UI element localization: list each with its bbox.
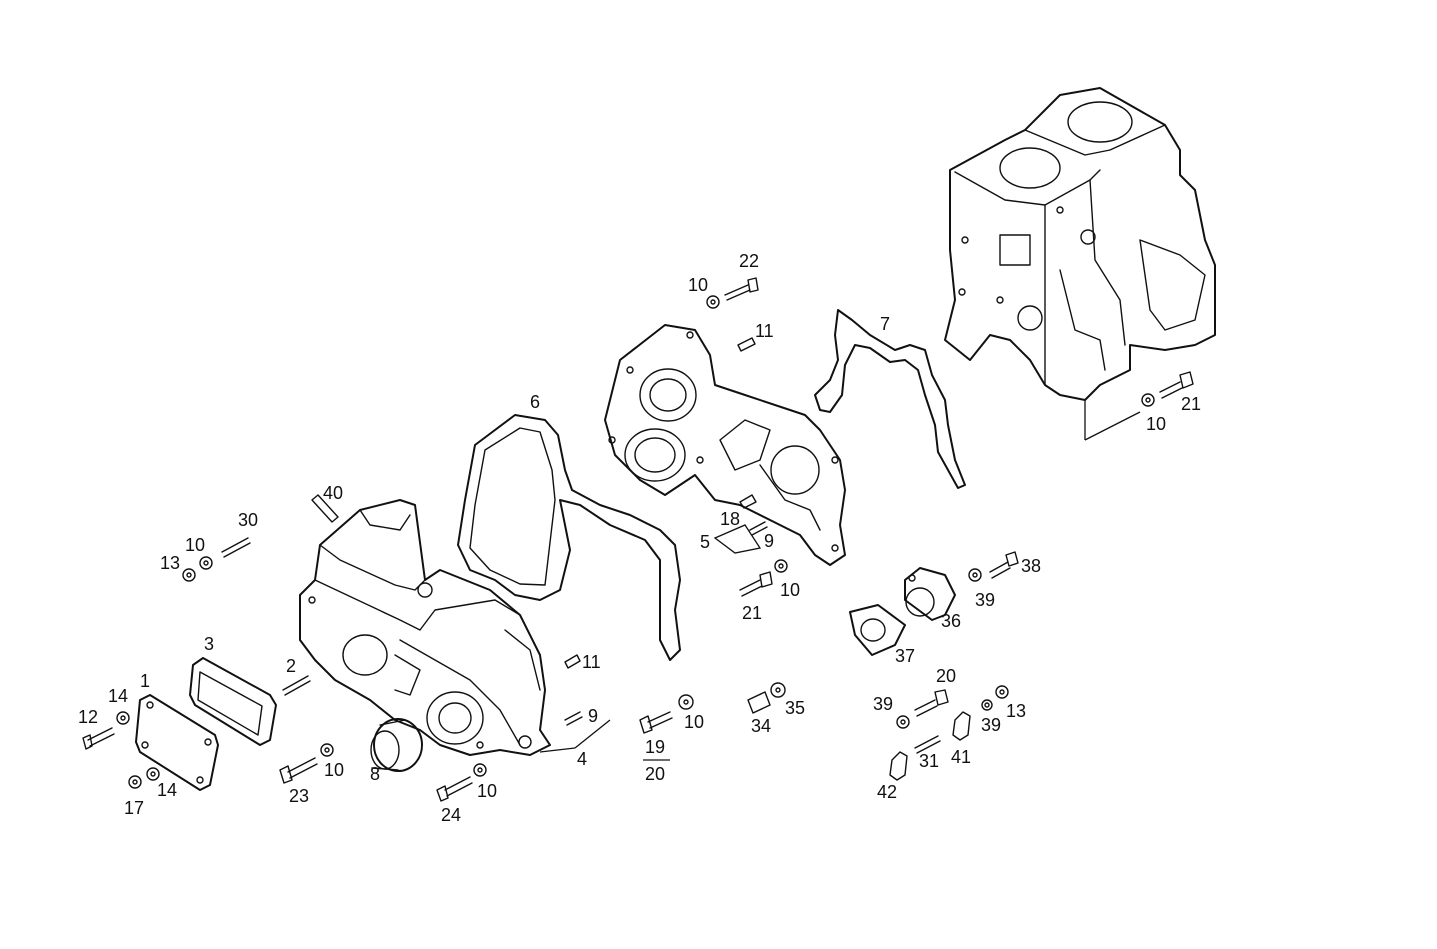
callout: 24	[441, 805, 461, 825]
callout: 10	[780, 580, 800, 600]
callout: 1	[140, 671, 150, 691]
callout: 10	[185, 535, 205, 555]
callout: 40	[323, 483, 343, 503]
callout: 2	[286, 656, 296, 676]
callout: 10	[477, 781, 497, 801]
callout-numbers: 1 2 3 4 5 6 7 8 9 9 10 10 10 10 10 10 10…	[78, 251, 1201, 825]
callout: 9	[588, 706, 598, 726]
cover-plate-1	[135, 694, 219, 791]
callout: 13	[160, 553, 180, 573]
callout: 22	[739, 251, 759, 271]
callout: 23	[289, 786, 309, 806]
gasket-6	[457, 414, 681, 661]
callout: 30	[238, 510, 258, 530]
callout: 42	[877, 782, 897, 802]
callout: 21	[1181, 394, 1201, 414]
callout: 14	[108, 686, 128, 706]
callout: 18	[720, 509, 740, 529]
stud-40	[311, 494, 339, 523]
callout: 10	[684, 712, 704, 732]
front-cover-4	[299, 499, 551, 756]
gasket-7	[814, 309, 966, 489]
callout: 11	[755, 321, 774, 341]
callout: 19	[645, 737, 665, 757]
callout: 3	[204, 634, 214, 654]
callout: 8	[370, 764, 380, 784]
engine-block	[944, 87, 1216, 401]
callout: 41	[951, 747, 971, 767]
callout: 11	[582, 652, 601, 672]
callout: 39	[873, 694, 893, 714]
cover-37	[849, 604, 906, 656]
callout: 9	[764, 531, 774, 551]
callout: 5	[700, 532, 710, 552]
callout: 35	[785, 698, 805, 718]
callout: 10	[1146, 414, 1166, 434]
callout: 20	[936, 666, 956, 686]
callout: 38	[1021, 556, 1041, 576]
callout: 14	[157, 780, 177, 800]
callout: 12	[78, 707, 98, 727]
callout: 4	[577, 749, 587, 769]
callout: 39	[981, 715, 1001, 735]
callout: 36	[941, 611, 961, 631]
callout: 7	[880, 314, 890, 334]
callout: 34	[751, 716, 771, 736]
callout: 39	[975, 590, 995, 610]
cover-36	[904, 567, 956, 621]
callout: 20	[645, 764, 665, 784]
fasteners	[82, 277, 1194, 802]
callout: 17	[124, 798, 144, 818]
callout: 31	[919, 751, 939, 771]
callout: 13	[1006, 701, 1026, 721]
gasket-3	[189, 657, 277, 746]
timing-housing-5	[604, 324, 846, 566]
callout: 10	[688, 275, 708, 295]
callout: 6	[530, 392, 540, 412]
callout: 10	[324, 760, 344, 780]
callout: 37	[895, 646, 915, 666]
callout: 21	[742, 603, 762, 623]
oil-seal-8	[370, 718, 423, 772]
